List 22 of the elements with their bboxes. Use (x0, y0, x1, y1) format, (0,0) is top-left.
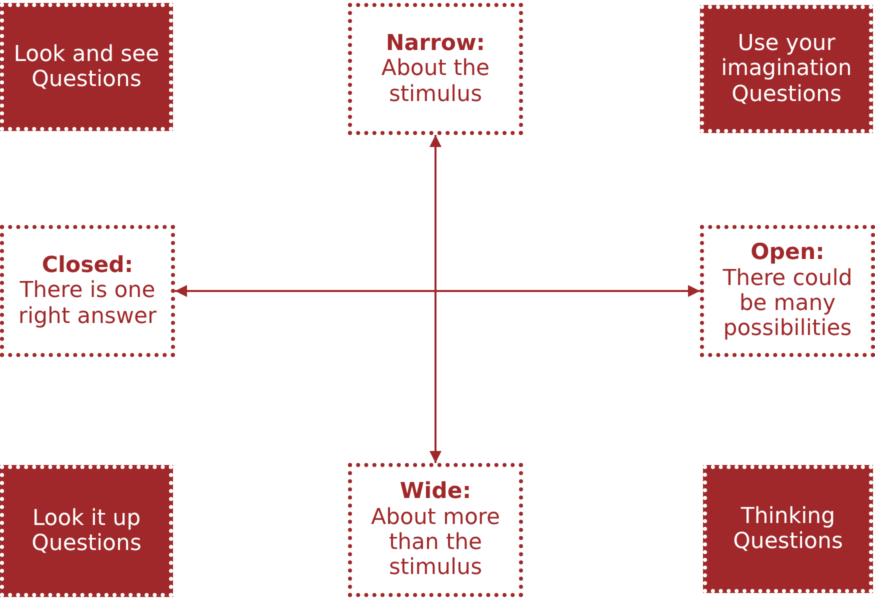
box-heading: Wide: (400, 479, 472, 505)
box-text: About the stimulus (380, 56, 491, 107)
box-text: Look and see Questions (12, 42, 160, 92)
box-heading: Narrow: (386, 31, 486, 56)
box-text: There could be many possibilities (722, 266, 854, 342)
double-arrow (175, 285, 700, 297)
double-arrow (430, 135, 442, 463)
question-box (348, 463, 523, 597)
question-box (700, 5, 873, 133)
box-text: There is one right answer (17, 278, 158, 329)
question-box (0, 3, 173, 131)
question-box (348, 3, 523, 135)
question-box (0, 465, 173, 597)
box-text: About more than the stimulus (370, 504, 502, 581)
box-heading: Open: (750, 240, 824, 266)
box-text: Use your imagination Questions (720, 31, 853, 107)
box-text: Thinking Questions (732, 504, 844, 554)
question-box (700, 225, 875, 357)
box-heading: Closed: (42, 253, 134, 278)
question-box (0, 225, 175, 357)
box-text: Look it up Questions (30, 506, 142, 556)
question-box (703, 465, 873, 593)
